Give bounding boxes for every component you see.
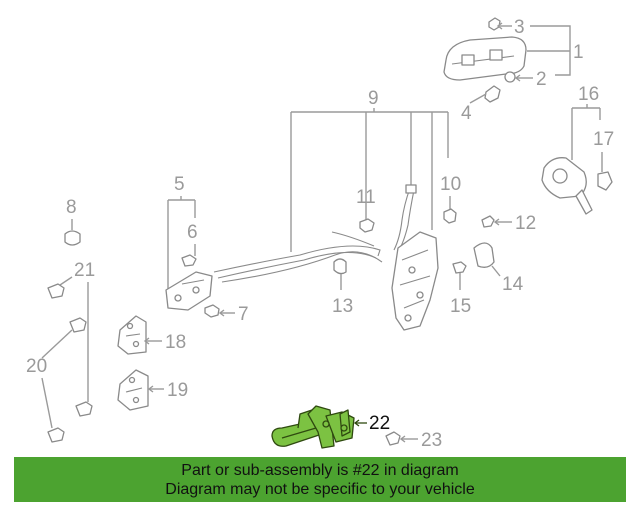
callout-16: 16 <box>578 84 599 105</box>
callout-20: 20 <box>26 356 47 377</box>
part-23-bolt[interactable] <box>385 431 418 446</box>
part-12-screw[interactable] <box>481 215 512 228</box>
callout-19: 19 <box>167 380 188 401</box>
part-5-inside-handle[interactable] <box>165 271 213 311</box>
part-4-grommet[interactable] <box>469 85 501 104</box>
part-15-clip[interactable] <box>452 261 467 290</box>
callout-23: 23 <box>421 430 442 451</box>
callout-8: 8 <box>66 197 77 218</box>
part-3-clip[interactable] <box>488 17 512 31</box>
callout-6: 6 <box>187 222 198 243</box>
callout-10: 10 <box>440 174 461 195</box>
part-7-clip[interactable] <box>204 304 235 318</box>
callout-2: 2 <box>536 69 547 90</box>
part-20-bolt-upper[interactable] <box>69 317 87 333</box>
part-14-cap[interactable] <box>473 242 501 277</box>
part-1-outside-handle[interactable] <box>443 36 527 81</box>
info-banner: Part or sub-assembly is #22 in diagram D… <box>14 457 626 502</box>
callout-18: 18 <box>165 332 186 353</box>
callout-15: 15 <box>450 296 471 317</box>
callout-3: 3 <box>514 17 525 38</box>
part-6-screw[interactable] <box>181 254 197 267</box>
callout-1: 1 <box>573 42 584 63</box>
part-17-clip[interactable] <box>597 171 613 191</box>
part-13-clip[interactable] <box>333 258 347 290</box>
callout-13: 13 <box>332 296 353 317</box>
part-10-clip[interactable] <box>443 208 457 224</box>
callout-9: 9 <box>368 88 379 109</box>
part-22-door-check-highlighted[interactable] <box>271 405 367 449</box>
part-20-bolt-lower[interactable] <box>47 427 65 443</box>
parts-diagram: 3 1 2 4 9 11 10 <box>26 17 614 451</box>
part-2-nut[interactable] <box>504 71 533 83</box>
banner-line-1: Part or sub-assembly is #22 in diagram <box>181 462 459 479</box>
lock-rods[interactable] <box>213 231 383 283</box>
callout-14: 14 <box>502 274 524 295</box>
part-18-upper-hinge[interactable] <box>117 315 147 355</box>
callout-17: 17 <box>593 129 614 150</box>
callout-11: 11 <box>356 187 376 208</box>
callout-21: 21 <box>74 260 95 281</box>
banner-line-2: Diagram may not be specific to your vehi… <box>165 481 475 498</box>
callout-7: 7 <box>238 304 249 325</box>
callout-22: 22 <box>369 413 390 434</box>
callout-4: 4 <box>461 103 472 124</box>
callout-12: 12 <box>515 213 536 234</box>
part-16-key-cylinder[interactable] <box>541 157 593 215</box>
part-21-bolt-lower[interactable] <box>75 401 93 417</box>
part-21-bolt-upper[interactable] <box>47 283 65 299</box>
part-19-lower-hinge[interactable] <box>117 369 149 411</box>
callout-5: 5 <box>174 174 185 195</box>
part-11-clip[interactable] <box>359 218 375 233</box>
part-8-bushing[interactable] <box>64 230 81 246</box>
door-latch-assembly[interactable] <box>391 231 439 331</box>
